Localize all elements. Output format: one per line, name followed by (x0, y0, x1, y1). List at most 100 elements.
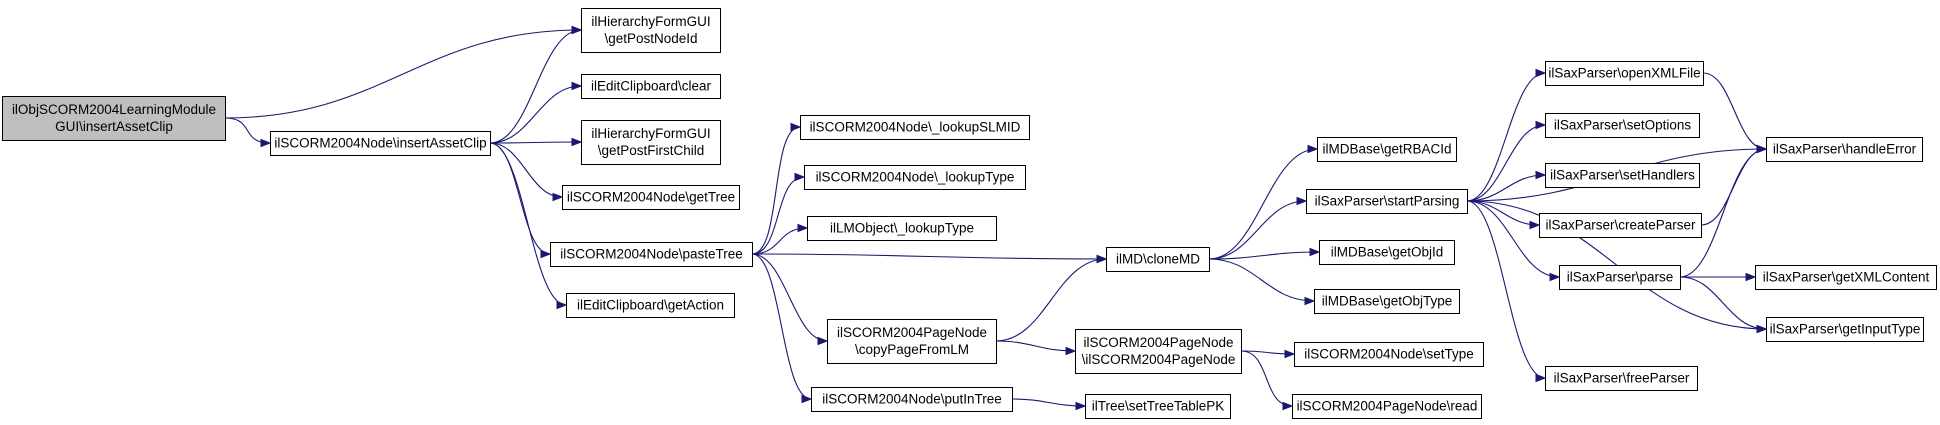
node-label: ilMDBase\getRBACId (1322, 142, 1451, 157)
edge-line (1208, 251, 1320, 260)
node-sax-createparser[interactable]: ilSaxParser\createParser (1539, 213, 1702, 238)
arrow-head-icon (1535, 120, 1547, 130)
node-lm-lookuptype[interactable]: ilLMObject\_lookupType (807, 216, 997, 241)
edge-line (489, 29, 582, 144)
node-hier-firstchild[interactable]: ilHierarchyFormGUI\getPostFirstChild (581, 120, 721, 165)
node-n-pastetree[interactable]: ilSCORM2004Node\pasteTree (550, 242, 753, 267)
edge-n-putintree-to-tree-settablepk (1011, 398, 1087, 411)
node-sax-handleerror[interactable]: ilSaxParser\handleError (1766, 137, 1923, 162)
node-label: ilSCORM2004Node\pasteTree (560, 247, 743, 262)
arrow-head-icon (1529, 220, 1541, 230)
node-md-clonemd[interactable]: ilMD\cloneMD (1106, 247, 1210, 272)
node-clip-getaction[interactable]: ilEditClipboard\getAction (566, 293, 735, 318)
node-n-lookupslmid[interactable]: ilSCORM2004Node\_lookupSLMID (800, 115, 1030, 140)
node-box (1545, 61, 1704, 86)
node-n-gettree[interactable]: ilSCORM2004Node\getTree (562, 185, 740, 210)
edge-line (1466, 124, 1546, 202)
node-n-insertassetclip[interactable]: ilSCORM2004Node\insertAssetClip (270, 131, 491, 156)
node-box (827, 319, 997, 364)
node-hier-postnode[interactable]: ilHierarchyFormGUI\getPostNodeId (581, 8, 721, 53)
node-label: ilObjSCORM2004LearningModule (12, 102, 216, 117)
node-label: ilEditClipboard\getAction (577, 298, 724, 313)
edge-line (489, 142, 551, 255)
node-sax-sethandlers[interactable]: ilSaxParser\setHandlers (1545, 163, 1700, 188)
node-box (1075, 329, 1242, 374)
node-label: ilSaxParser\getXMLContent (1763, 270, 1930, 285)
node-box (807, 216, 997, 241)
node-label: ilSaxParser\setHandlers (1550, 168, 1695, 183)
node-box (2, 96, 226, 141)
node-label: ilSCORM2004Node\getTree (567, 190, 735, 205)
node-n-lookuptype[interactable]: ilSCORM2004Node\_lookupType (804, 165, 1026, 190)
edge-sax-startparsing-to-sax-setoptions (1466, 120, 1547, 202)
node-sax-freeparser[interactable]: ilSaxParser\freeParser (1545, 366, 1698, 391)
node-pn-read[interactable]: ilSCORM2004PageNode\read (1292, 394, 1482, 419)
node-sax-openxml[interactable]: ilSaxParser\openXMLFile (1545, 61, 1704, 86)
node-box (811, 387, 1013, 412)
node-mdbase-objtype[interactable]: ilMDBase\getObjType (1314, 289, 1460, 314)
edge-root-to-n-insertassetclip (224, 117, 272, 148)
node-box (566, 293, 735, 318)
node-n-putintree[interactable]: ilSCORM2004Node\putInTree (811, 387, 1013, 412)
node-label: ilSaxParser\startParsing (1315, 194, 1460, 209)
arrow-head-icon (571, 25, 583, 35)
edge-line (489, 142, 567, 306)
node-box (1545, 366, 1698, 391)
arrow-head-icon (1307, 144, 1319, 154)
node-label: ilSCORM2004PageNode\read (1297, 399, 1478, 414)
edge-md-clonemd-to-sax-startparsing (1208, 196, 1308, 260)
arrow-head-icon (1075, 401, 1087, 411)
node-sax-parse[interactable]: ilSaxParser\parse (1559, 265, 1681, 290)
node-box (800, 115, 1030, 140)
node-box (1545, 163, 1700, 188)
arrow-head-icon (1535, 68, 1547, 78)
node-box (581, 8, 721, 53)
nodes-layer: ilObjSCORM2004LearningModuleGUI\insertAs… (2, 8, 1937, 419)
arrow-head-icon (1535, 373, 1547, 383)
edge-line (995, 340, 1076, 352)
arrow-head-icon (571, 81, 583, 91)
node-box (1559, 265, 1681, 290)
edge-line (1466, 200, 1546, 379)
arrow-head-icon (817, 336, 829, 346)
node-clip-clear[interactable]: ilEditClipboard\clear (581, 74, 721, 99)
edge-sax-parse-to-sax-handleerror (1679, 144, 1768, 278)
edge-n-insertassetclip-to-hier-postnode (489, 25, 583, 144)
node-label: ilSCORM2004Node\insertAssetClip (274, 136, 486, 151)
arrow-head-icon (1756, 324, 1768, 334)
node-sax-getinput[interactable]: ilSaxParser\getInputType (1766, 317, 1924, 342)
edge-pn-ctor-to-pn-read (1240, 350, 1294, 411)
node-tree-settablepk[interactable]: ilTree\setTreeTablePK (1085, 394, 1231, 419)
node-box (1294, 342, 1484, 367)
edge-n-insertassetclip-to-n-pastetree (489, 142, 552, 259)
arrow-head-icon (801, 394, 813, 404)
node-label: ilSCORM2004PageNode (837, 325, 987, 340)
node-n-settype[interactable]: ilSCORM2004Node\setType (1294, 342, 1484, 367)
node-box (1292, 394, 1482, 419)
edge-n-insertassetclip-to-clip-getaction (489, 142, 568, 310)
edge-line (1208, 200, 1307, 260)
edge-sax-parse-to-sax-getinput (1679, 276, 1768, 334)
node-mdbase-rbac[interactable]: ilMDBase\getRBACId (1317, 137, 1457, 162)
node-sax-setoptions[interactable]: ilSaxParser\setOptions (1545, 113, 1700, 138)
edge-line (751, 253, 828, 342)
edge-md-clonemd-to-mdbase-rbac (1208, 144, 1319, 260)
arrow-head-icon (540, 249, 552, 259)
node-sax-startparsing[interactable]: ilSaxParser\startParsing (1306, 189, 1468, 214)
node-pn-ctor[interactable]: ilSCORM2004PageNode\ilSCORM2004PageNode (1075, 329, 1242, 374)
node-sax-getxml[interactable]: ilSaxParser\getXMLContent (1755, 265, 1937, 290)
node-label: ilSaxParser\createParser (1545, 218, 1696, 233)
edge-line (224, 117, 271, 144)
edge-line (995, 258, 1107, 342)
edge-sax-parse-to-sax-getxml (1680, 272, 1757, 282)
edge-pn-copypage-to-pn-ctor (995, 340, 1077, 356)
node-root[interactable]: ilObjSCORM2004LearningModuleGUI\insertAs… (2, 96, 226, 141)
arrow-head-icon (552, 192, 564, 202)
node-box (1539, 213, 1702, 238)
node-mdbase-objid[interactable]: ilMDBase\getObjId (1319, 240, 1455, 265)
edge-line (1011, 398, 1086, 407)
edge-line (751, 253, 812, 400)
edge-line (489, 142, 563, 198)
node-box (1106, 247, 1210, 272)
node-pn-copypage[interactable]: ilSCORM2004PageNode\copyPageFromLM (827, 319, 997, 364)
